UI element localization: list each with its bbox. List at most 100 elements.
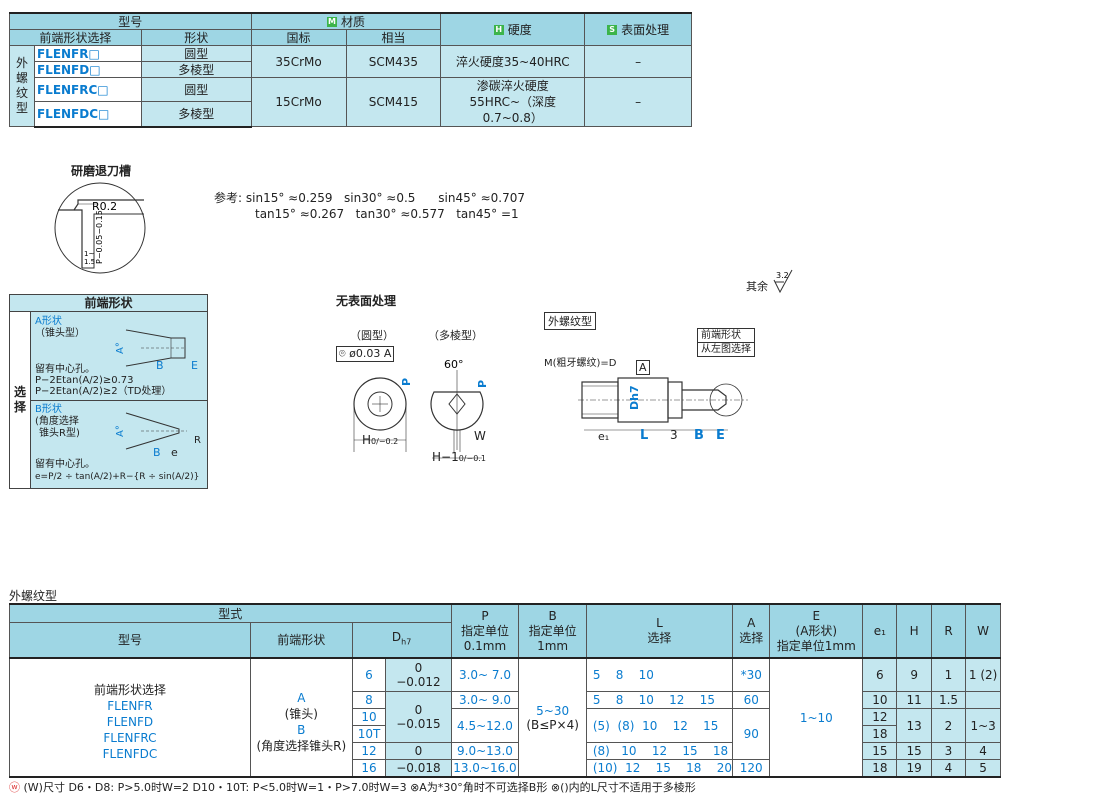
shape-cell: 圆型 bbox=[140, 45, 252, 62]
surface-cell: – bbox=[584, 45, 692, 78]
w-cell: 1~3 bbox=[965, 708, 1001, 743]
shape-cell: 多棱型 bbox=[140, 101, 252, 128]
gb-cell: 35CrMo bbox=[250, 45, 347, 78]
svg-text:A°: A° bbox=[115, 425, 126, 437]
section-title: 外螺纹型 bbox=[9, 589, 58, 603]
r-cell: 4 bbox=[930, 759, 967, 778]
rest-roughness: 其余 bbox=[746, 280, 768, 293]
b-label: B bbox=[694, 428, 704, 443]
a-cell: 120 bbox=[731, 759, 771, 778]
h-cell: 9 bbox=[896, 657, 932, 692]
d-cell: 10T bbox=[351, 725, 387, 743]
r-cell: 1 bbox=[930, 657, 967, 692]
d-cell: 10 bbox=[351, 708, 387, 726]
gb-cell: 15CrMo bbox=[250, 77, 347, 127]
col-model: 型号 bbox=[9, 622, 251, 659]
col-e1: e₁ bbox=[862, 603, 898, 659]
svg-text:P: P bbox=[400, 378, 413, 386]
a-cell: 90 bbox=[731, 708, 771, 760]
model-cell: FLENFD□ bbox=[33, 61, 142, 78]
footnote: ⓦ (W)尺寸 D6・D8: P>5.0时W=2 D10・10T: P<5.0时… bbox=[9, 781, 696, 794]
hardness-cell: 渗碳淬火硬度 55HRC~（深度 0.7~0.8） bbox=[440, 77, 586, 127]
three-label: 3 bbox=[670, 428, 678, 442]
tip-shape-title: 前端形状 bbox=[10, 295, 207, 312]
shape-a-drawing: A° bbox=[115, 329, 186, 367]
m-label: M(粗牙螺纹)=D bbox=[544, 358, 617, 369]
r-cell: 1.5 bbox=[930, 691, 967, 709]
p-cell: 13.0~16.0 bbox=[450, 759, 520, 778]
ext-drawing-title: 外螺纹型 bbox=[544, 312, 596, 330]
d-cell: 12 bbox=[351, 742, 387, 760]
l-label: L bbox=[640, 428, 649, 443]
grinding-detail-drawing: R0.2 1~ 1.5 P−0.05−0.15 bbox=[54, 182, 146, 274]
e1-cell: 12 bbox=[862, 708, 898, 726]
surface-cell: – bbox=[584, 77, 692, 127]
l-cell: (10) 12 15 18 20 bbox=[585, 759, 733, 778]
equiv-cell: SCM435 bbox=[345, 45, 442, 78]
tol-cell: 0−0.012 bbox=[385, 657, 452, 692]
hardness-badge: H bbox=[493, 25, 504, 35]
col-d: Dh7 bbox=[351, 622, 452, 659]
h-cell: 19 bbox=[896, 759, 932, 778]
tolerance-frame: ⌾ ø0.03 A bbox=[336, 346, 395, 362]
model-list: 前端形状选择 FLENFR FLENFD FLENFRC FLENFDC bbox=[9, 657, 251, 778]
w-dim: W bbox=[474, 429, 486, 443]
svg-text:1.5: 1.5 bbox=[84, 258, 95, 266]
hardness-cell: 淬火硬度35~40HRC bbox=[440, 45, 586, 78]
grinding-title: 研磨退刀槽 bbox=[71, 164, 132, 178]
no-surface-title: 无表面处理 bbox=[336, 294, 397, 308]
p-cell: 4.5~12.0 bbox=[450, 708, 520, 743]
datum-a: A bbox=[636, 360, 650, 375]
col-shape: 形状 bbox=[140, 29, 252, 46]
shape-cell: 圆型 bbox=[140, 76, 252, 103]
l-cell: (5) (8) 10 12 15 bbox=[585, 708, 733, 743]
material-badge: M bbox=[326, 17, 337, 27]
col-tip-select: 前端形状选择 bbox=[9, 29, 142, 46]
r-cell: 2 bbox=[930, 708, 967, 743]
r-label: R0.2 bbox=[92, 200, 117, 213]
d-cell: 16 bbox=[351, 759, 387, 778]
b-range: 5~30(B≤P×4) bbox=[518, 657, 587, 778]
h1-dim: H−10/−0.1 bbox=[432, 450, 486, 464]
note-icon: ⓦ bbox=[9, 781, 20, 794]
e1-cell: 18 bbox=[862, 725, 898, 743]
equiv-cell: SCM415 bbox=[345, 77, 442, 127]
model-cell: FLENFDC□ bbox=[33, 101, 142, 128]
e1-cell: 18 bbox=[862, 759, 898, 778]
shape-cell: 多棱型 bbox=[140, 61, 252, 78]
tip-shape-box: 前端形状 选择 A形状 （锥头型） A° B E 留有中心孔。 P−2Etan(… bbox=[9, 294, 208, 489]
w-cell: 5 bbox=[965, 759, 1001, 778]
svg-text:P−0.05−0.15: P−0.05−0.15 bbox=[95, 210, 104, 264]
select-side-label: 选择 bbox=[10, 312, 31, 488]
e1-cell: 15 bbox=[862, 742, 898, 760]
shape-b-drawing: A° bbox=[115, 412, 187, 450]
a-cell: 60 bbox=[731, 691, 771, 709]
col-e: E(A形状)指定单位1mm bbox=[769, 603, 864, 659]
e-range: 1~10 bbox=[769, 657, 864, 778]
col-gb: 国标 bbox=[250, 29, 347, 46]
tol-cell: −0.018 bbox=[385, 759, 452, 778]
p-cell: 9.0~13.0 bbox=[450, 742, 520, 760]
h-cell: 15 bbox=[896, 742, 932, 760]
l-cell: (8) 10 12 15 18 bbox=[585, 742, 733, 760]
col-equiv: 相当 bbox=[345, 29, 442, 46]
col-model: 型号 bbox=[9, 12, 252, 30]
tol-cell: 0 bbox=[385, 742, 452, 760]
w-cell: 1 (2) bbox=[965, 657, 1001, 692]
e1-cell: 10 bbox=[862, 691, 898, 709]
poly-label: （多棱型） bbox=[428, 329, 483, 342]
col-h: H bbox=[896, 603, 932, 659]
shape-b-panel: B形状 (角度选择 锥头R型) A° R B e 留有中心孔。 e=P/2 ÷ … bbox=[31, 401, 207, 488]
d-cell: 6 bbox=[351, 657, 387, 692]
w-cell bbox=[965, 691, 1001, 709]
round-label: （圆型） bbox=[350, 329, 394, 342]
d-cell: 8 bbox=[351, 691, 387, 709]
